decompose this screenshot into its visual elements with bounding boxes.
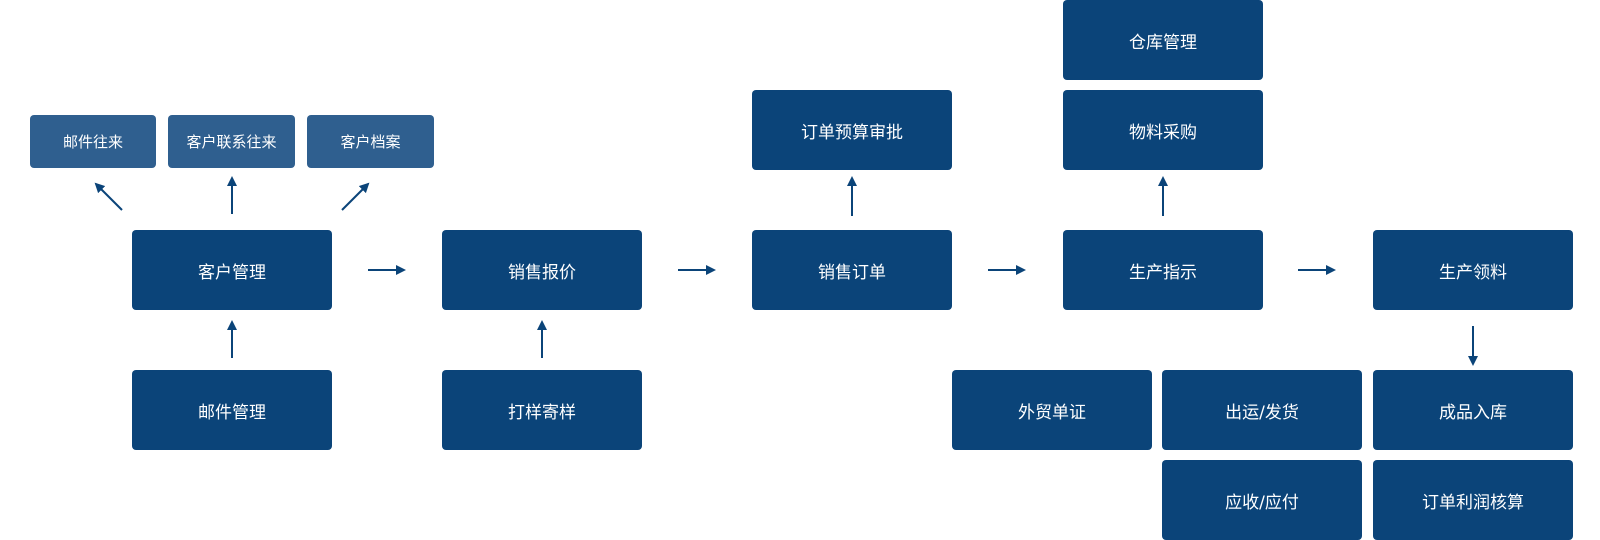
node-label: 物料采购 [1129,122,1197,143]
node-label: 成品入库 [1439,402,1507,423]
node-finished-in[interactable]: 成品入库 [1373,370,1573,450]
node-label: 销售报价 [508,262,576,283]
node-customer-mgmt[interactable]: 客户管理 [132,230,332,310]
node-shipping[interactable]: 出运/发货 [1162,370,1362,450]
node-sales-order[interactable]: 销售订单 [752,230,952,310]
node-order-profit[interactable]: 订单利润核算 [1373,460,1573,540]
node-email-mgmt[interactable]: 邮件管理 [132,370,332,450]
node-label: 邮件管理 [198,402,266,423]
node-label: 订单利润核算 [1422,492,1524,513]
arrow-customer-to-customer-file [341,182,370,211]
node-contact-exchange[interactable]: 客户联系往来 [168,115,295,168]
node-label: 外贸单证 [1018,402,1086,423]
node-email-exchange[interactable]: 邮件往来 [30,115,156,168]
arrow-customer-to-email-exchange [94,182,123,211]
node-label: 邮件往来 [62,133,123,151]
node-customer-file[interactable]: 客户档案 [307,115,434,168]
node-material-issue[interactable]: 生产领料 [1373,230,1573,310]
node-production-inst[interactable]: 生产指示 [1063,230,1263,310]
node-label: 出运/发货 [1225,402,1299,423]
node-sales-quote[interactable]: 销售报价 [442,230,642,310]
node-receivable[interactable]: 应收/应付 [1162,460,1362,540]
node-warehouse[interactable]: 仓库管理 [1063,0,1263,80]
node-label: 客户档案 [340,133,401,151]
node-trade-docs[interactable]: 外贸单证 [952,370,1152,450]
node-label: 客户联系往来 [186,133,277,151]
node-label: 生产指示 [1129,262,1197,283]
node-label: 客户管理 [198,262,266,283]
node-order-budget[interactable]: 订单预算审批 [752,90,952,170]
node-label: 生产领料 [1439,262,1507,283]
node-label: 仓库管理 [1129,32,1197,53]
node-sample[interactable]: 打样寄样 [442,370,642,450]
node-label: 应收/应付 [1225,492,1299,513]
node-purchase[interactable]: 物料采购 [1063,90,1263,170]
node-label: 订单预算审批 [801,122,903,143]
node-label: 销售订单 [818,262,886,283]
node-label: 打样寄样 [508,402,576,423]
